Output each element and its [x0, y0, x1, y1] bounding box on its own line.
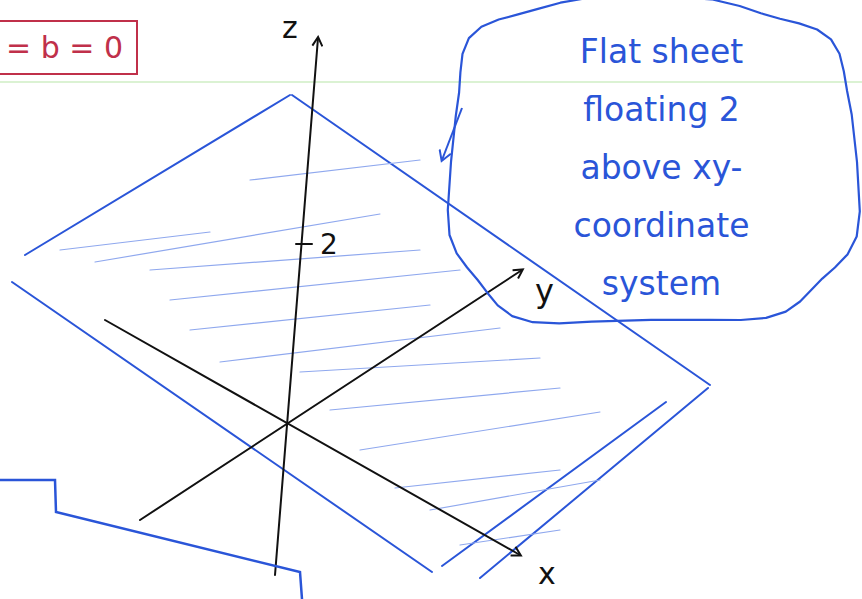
- tick-label: 2: [320, 228, 338, 261]
- axis-label: x: [538, 556, 556, 591]
- callout-cloud: Flat sheet floating 2 above xy- coordina…: [440, 0, 862, 332]
- axis-label: z: [282, 10, 298, 45]
- cloud-outline: [448, 0, 860, 323]
- axes: [105, 38, 522, 575]
- condition-box: = b = 0: [0, 20, 138, 75]
- node-text: = b = 0: [6, 28, 124, 67]
- node-text: Flat sheet floating 2 above xy- coordina…: [554, 23, 769, 313]
- step-outline: [0, 480, 302, 599]
- guide-line: [0, 81, 862, 82]
- axis-label: y: [535, 272, 554, 310]
- hatching: [60, 160, 600, 545]
